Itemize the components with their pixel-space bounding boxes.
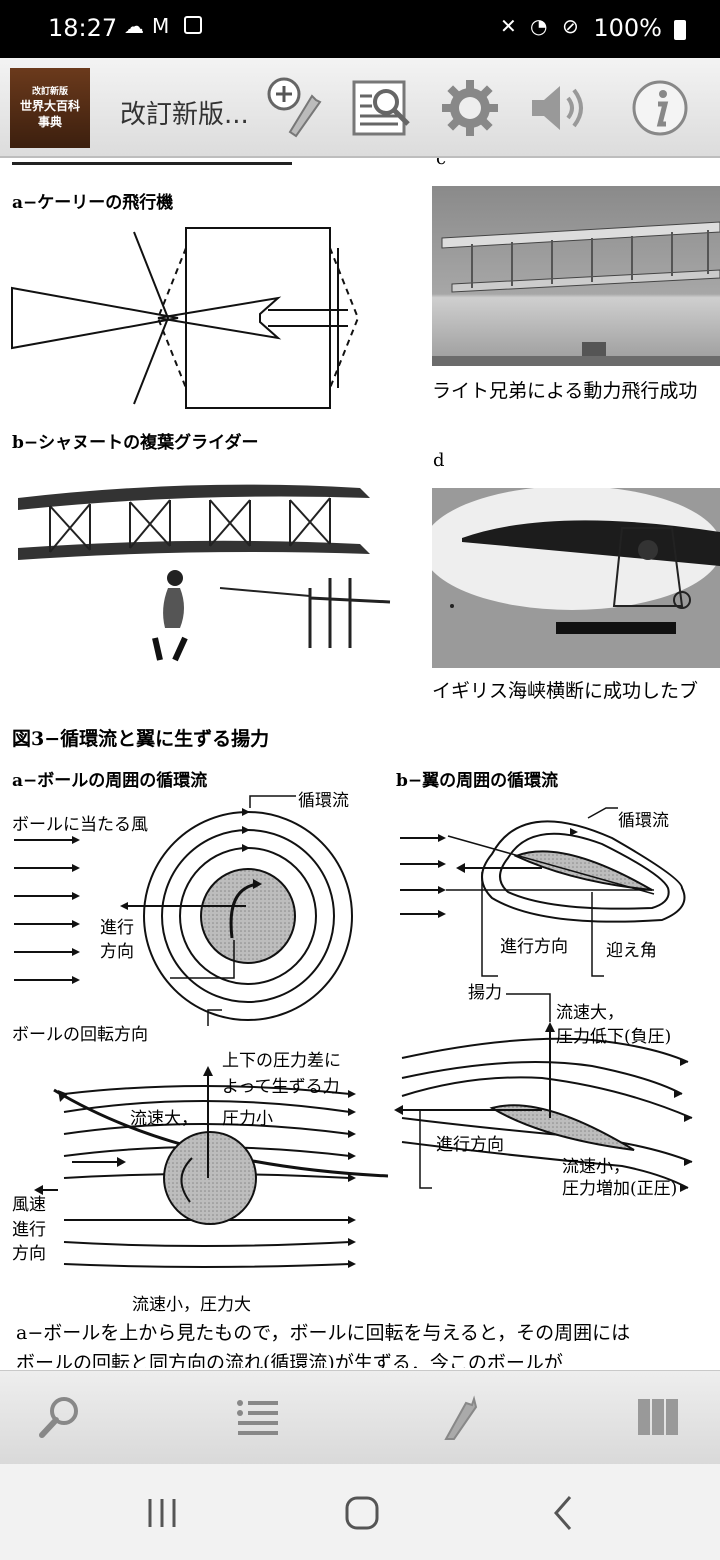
fig3-title: 図3−循環流と翼に生ずる揚力: [12, 728, 270, 750]
home-icon[interactable]: [332, 1488, 392, 1538]
wing-slow-label-2: 圧力増加(正圧): [562, 1179, 678, 1199]
search-document-icon[interactable]: [350, 76, 414, 140]
cutoff-heading: [12, 158, 292, 165]
lift-label: 揚力: [468, 983, 502, 1003]
columns-icon[interactable]: [626, 1387, 690, 1447]
app-notification-icon: [184, 16, 202, 34]
wing-direction-label-2: 進行方向: [436, 1135, 504, 1155]
speaker-icon[interactable]: [526, 76, 590, 140]
fig-a-label: a−ケーリーの飛行機: [12, 193, 174, 213]
logo-line-3: 事典: [37, 115, 62, 129]
wind-speed-label: 風速: [12, 1195, 46, 1215]
bottom-action-bar: [0, 1370, 720, 1465]
list-icon[interactable]: [226, 1387, 290, 1447]
chanute-glider-drawing: [18, 484, 391, 662]
force-label-2: よって生ずる力: [222, 1077, 340, 1097]
logo-line-1: 改訂新版: [31, 87, 68, 97]
fast-low-label: 流速大，: [130, 1109, 198, 1129]
wing-direction-label: 進行方向: [500, 937, 568, 957]
app-toolbar: 改訂新版 世界大百科 事典 改訂新版...: [0, 58, 720, 158]
travel-dir-label: 進行 方向: [12, 1220, 46, 1264]
logo-line-2: 世界大百科: [19, 99, 80, 113]
app-logo[interactable]: 改訂新版 世界大百科 事典: [10, 68, 90, 148]
status-time: 18:27: [48, 14, 118, 42]
app-title: 改訂新版...: [120, 100, 249, 130]
wing-slow-label-1: 流速小，: [562, 1157, 630, 1177]
gmail-icon: M: [152, 14, 170, 38]
fig-b-label: b−シャヌートの複葉グライダー: [12, 433, 259, 453]
angle-of-attack-label: 迎え角: [606, 941, 657, 961]
wing-fast-label-1: 流速大，: [556, 1003, 624, 1023]
battery-icon: [674, 20, 686, 40]
wifi-icon: ◔: [530, 14, 548, 38]
battery-percent: 100%: [593, 14, 662, 42]
ball-direction-label: 進行 方向: [100, 918, 134, 962]
bookmark-icon[interactable]: [428, 1387, 492, 1447]
recent-apps-icon[interactable]: [132, 1488, 192, 1538]
ball-circulation-label: 循環流: [298, 791, 349, 811]
slow-high-label: 流速小，圧力大: [132, 1295, 251, 1315]
fig-d-caption: イギリス海峡横断に成功したブ: [432, 680, 699, 702]
ball-wind-label: ボールに当たる風: [12, 815, 148, 835]
wing-circulation-label: 循環流: [618, 811, 669, 831]
wing-circulation-diagram: [394, 807, 693, 1192]
settings-gear-icon[interactable]: [438, 76, 502, 140]
fig-d-label: d: [433, 450, 445, 471]
add-bookmark-icon[interactable]: [262, 76, 326, 140]
back-icon[interactable]: [534, 1488, 594, 1538]
body-text-line-1: a−ボールを上から見たもので，ボールに回転を与えると，その周囲には: [16, 1322, 631, 1344]
system-nav-bar: [0, 1464, 720, 1560]
low-pressure-label: 圧力小: [222, 1109, 273, 1129]
bleriot-channel-photo: [432, 488, 720, 668]
status-bar: 18:27 ☁ M ✕ ◔ ⊘ 100%: [0, 0, 720, 58]
fig-c-label-cut: c: [436, 158, 447, 169]
mute-vibrate-icon: ✕: [500, 14, 517, 38]
cloud-icon: ☁: [124, 14, 144, 38]
wing-fast-label-2: 圧力低下(負圧): [556, 1027, 672, 1047]
info-icon[interactable]: [628, 76, 692, 140]
cayley-aircraft-drawing: [11, 227, 360, 409]
ball-circulation-diagram: [14, 795, 389, 1268]
body-text-line-2: ボールの回転と同方向の流れ(循環流)が生ずる．今このボールが: [16, 1352, 563, 1368]
wright-brothers-photo: [432, 186, 720, 366]
ball-rotation-label: ボールの回転方向: [12, 1025, 148, 1045]
do-not-disturb-icon: ⊘: [562, 14, 579, 38]
document-view[interactable]: a−ケーリーの飛行機 b−シャヌートの複葉グライダー c: [0, 158, 720, 1368]
force-label-1: 上下の圧力差に: [222, 1051, 341, 1071]
fig3a-label: a−ボールの周囲の循環流: [12, 771, 208, 791]
fig-c-caption: ライト兄弟による動力飛行成功: [432, 380, 698, 402]
fig3b-label: b−翼の周囲の循環流: [396, 771, 559, 791]
search-icon[interactable]: [28, 1387, 92, 1447]
